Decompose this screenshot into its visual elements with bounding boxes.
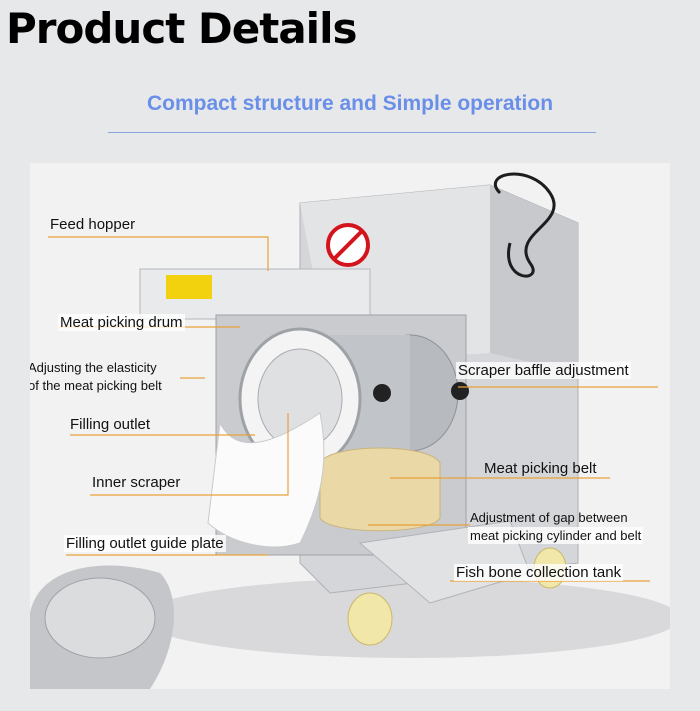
callout-meat-picking-drum: Meat picking drum — [58, 314, 185, 331]
scraper-knob — [451, 382, 469, 400]
callout-filling-outlet: Filling outlet — [70, 416, 151, 433]
callout-meat-picking-belt: Meat picking belt — [484, 460, 597, 477]
callout-gap-adjustment-line2: meat picking cylinder and belt — [468, 527, 644, 544]
callout-adjust-elasticity-line2: of the meat picking belt — [30, 378, 162, 393]
meat-picking-belt — [319, 447, 441, 532]
callout-gap-adjustment-line1: Adjustment of gap between — [470, 510, 628, 525]
hopper-label-sticker — [166, 275, 212, 299]
callout-adjust-elasticity-line1: Adjusting the elasticity — [30, 360, 157, 375]
filling-outlet-guide-plate — [207, 412, 325, 548]
power-cable — [493, 172, 556, 278]
page-subtitle: Compact structure and Simple operation — [146, 92, 554, 115]
wheel — [347, 592, 393, 646]
callout-feed-hopper: Feed hopper — [50, 216, 136, 233]
callout-fish-bone-collection-tank: Fish bone collection tank — [454, 564, 624, 581]
product-photo-panel: Feed hopper Meat picking drum Adjusting … — [30, 163, 670, 689]
subtitle-underline — [108, 132, 596, 133]
adjustment-knob — [373, 384, 391, 402]
machine-illustration — [30, 172, 670, 689]
callout-inner-scraper: Inner scraper — [92, 474, 181, 491]
callout-filling-outlet-guide-plate: Filling outlet guide plate — [64, 535, 226, 552]
floor-shadow — [140, 578, 670, 658]
callout-scraper-baffle-adjustment: Scraper baffle adjustment — [456, 362, 631, 379]
page-title: Product Details — [6, 4, 357, 53]
machine-side-housing — [490, 185, 578, 373]
